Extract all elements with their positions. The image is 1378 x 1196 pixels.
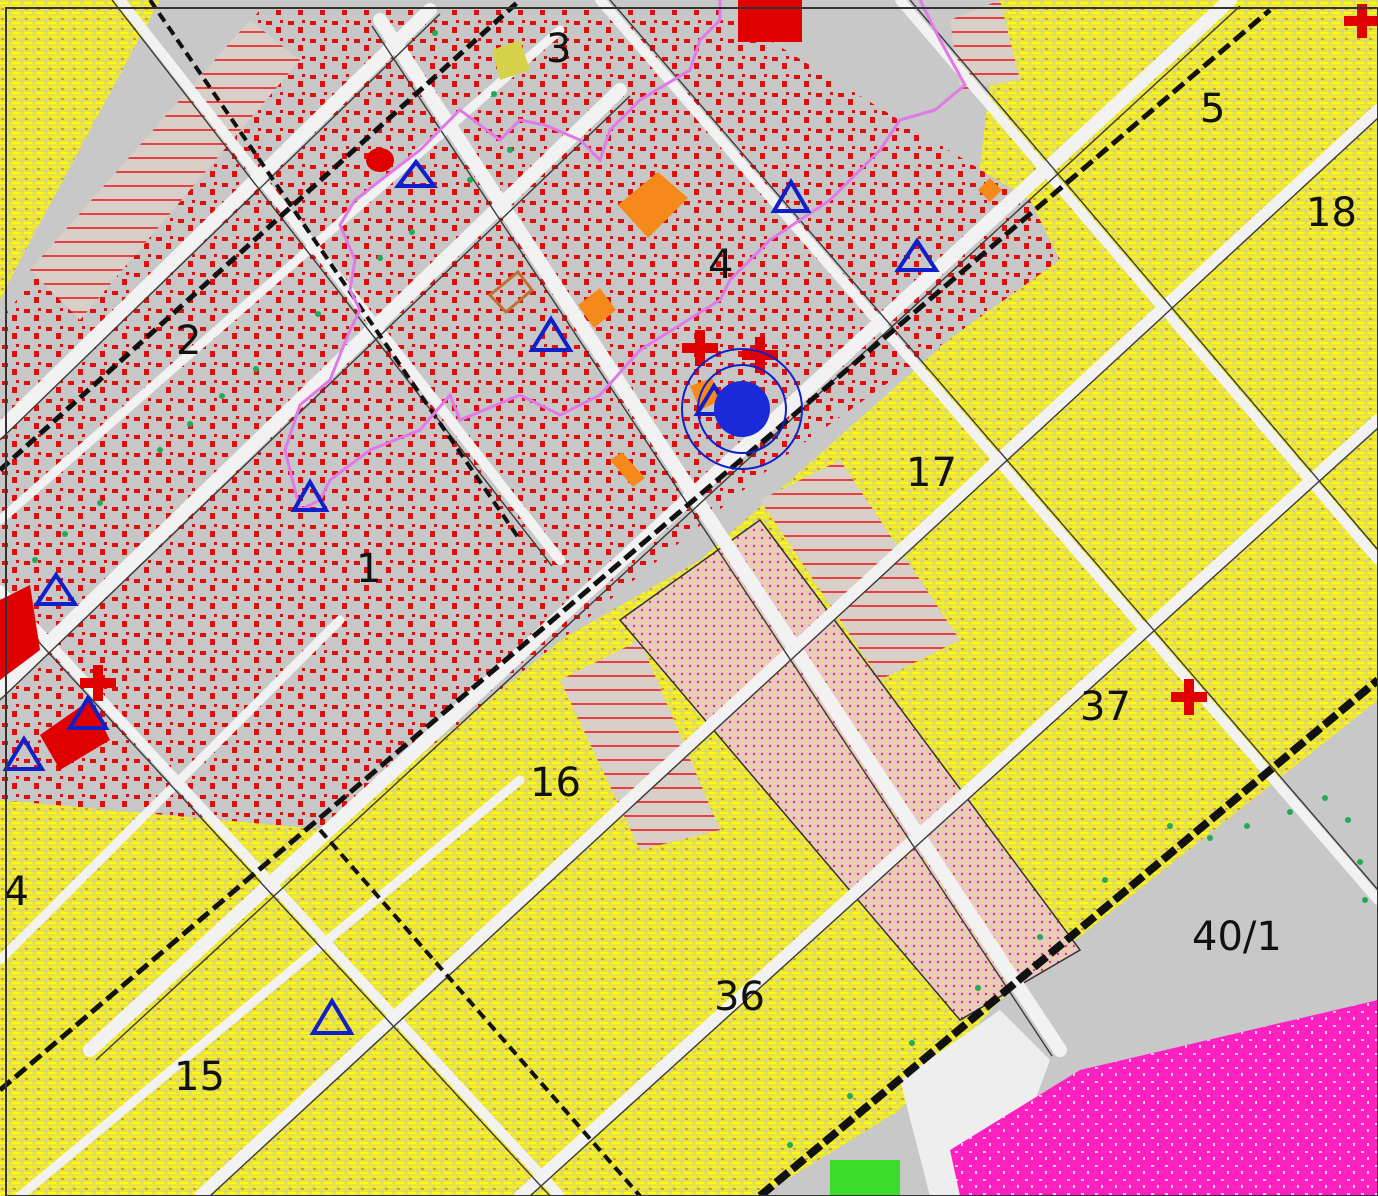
district-label: 3: [546, 26, 571, 72]
red-building-cluster: [366, 148, 394, 172]
district-label: 17: [906, 450, 957, 496]
triangle-marker-icon[interactable]: [66, 694, 110, 730]
target-circle-icon[interactable]: [681, 348, 803, 470]
district-label: 15: [174, 1054, 225, 1100]
red-building-southwest: [40, 700, 110, 770]
green-park: [830, 1160, 900, 1196]
triangle-marker-icon[interactable]: [33, 571, 79, 606]
red-building-west: [0, 585, 40, 680]
hatched-zone-2: [560, 640, 720, 850]
hatched-zone-1: [30, 20, 300, 320]
triangle-marker-icon[interactable]: [394, 158, 438, 188]
utility-dots: [32, 30, 1368, 1148]
red-cross-icon[interactable]: [1344, 4, 1378, 38]
brown-outline-building: [487, 269, 535, 315]
red-cross-icon[interactable]: [742, 337, 778, 373]
triangle-marker-icon[interactable]: [309, 997, 355, 1035]
triangle-marker-icon[interactable]: [528, 315, 574, 352]
hatched-zone-3: [760, 460, 960, 680]
district-label: 2: [176, 318, 201, 364]
red-cross-icon[interactable]: [80, 665, 116, 701]
district-label: 40/1: [1192, 914, 1282, 960]
map-frame: [5, 7, 1378, 1196]
district-label: 16: [530, 760, 581, 806]
district-label: 5: [1200, 86, 1225, 132]
industrial-zone: [950, 1000, 1378, 1196]
district-labels: 1 2 3 4 5 14 15 16 17 18 36 37 40/1: [0, 26, 1357, 1100]
cross-markers: [80, 4, 1378, 715]
district-label: 37: [1080, 684, 1131, 730]
triangle-marker-icon[interactable]: [894, 237, 940, 272]
red-cross-icon[interactable]: [682, 330, 718, 366]
red-building-top: [738, 0, 802, 42]
yellow-zone-northwest: [0, 0, 160, 300]
district-label: 1: [356, 546, 381, 592]
triangle-marker-icon[interactable]: [2, 735, 46, 771]
triangle-marker-icon[interactable]: [770, 178, 812, 213]
triangle-marker-icon[interactable]: [290, 477, 330, 512]
district-boundary: [283, 0, 967, 513]
district-label: 36: [714, 974, 765, 1020]
district-label: 4: [708, 242, 733, 288]
triangle-markers: [2, 158, 940, 1035]
red-cross-icon[interactable]: [1171, 679, 1207, 715]
yellow-patch-top: [492, 40, 530, 80]
district-label: 14: [0, 869, 29, 915]
district-label: 18: [1306, 190, 1357, 236]
